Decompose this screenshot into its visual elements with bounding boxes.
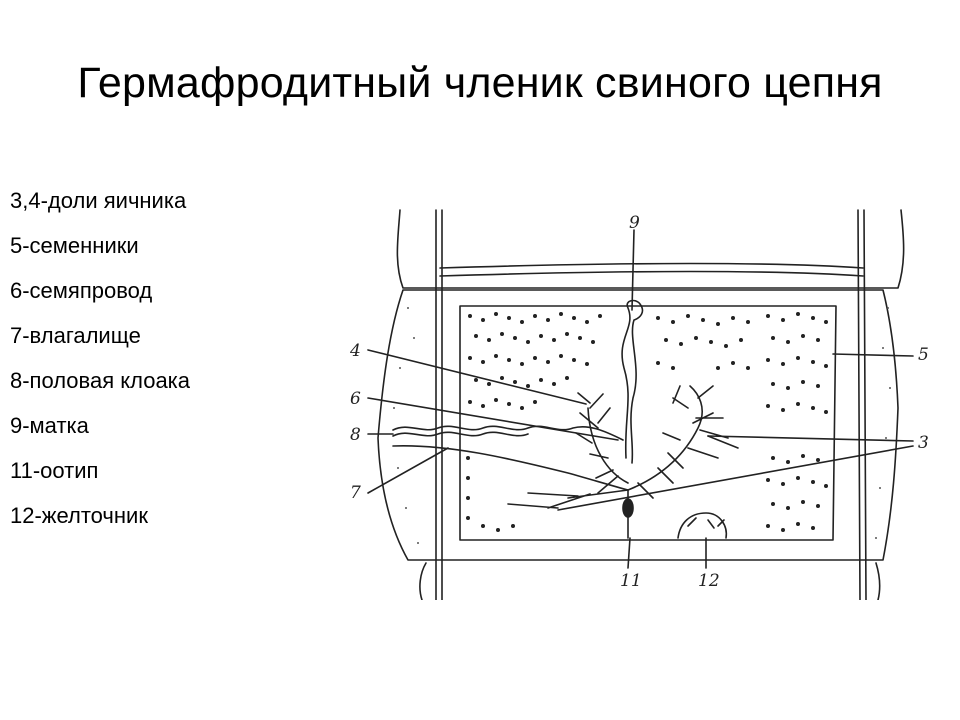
- proglottid-diagram: 9 4 6 8 7 5 3 11 12: [349, 209, 929, 600]
- legend-item-ootype: 11-оотип: [10, 458, 99, 483]
- vagina: [392, 445, 629, 491]
- leader-11: [627, 537, 631, 569]
- legend-list: 3,4-доли яичника 5-семенники 6-семяпрово…: [10, 178, 190, 538]
- label-3: 3: [918, 433, 929, 453]
- testes-dots: [466, 312, 828, 532]
- label-9: 9: [629, 213, 640, 233]
- uterus: [621, 299, 644, 464]
- ovary-lobe-right: [627, 385, 739, 499]
- leader-3b: [557, 445, 914, 511]
- right-excretory-canal: [857, 209, 867, 600]
- vas-deferens-inner: [392, 431, 529, 437]
- proglottid-outline: [377, 289, 899, 561]
- leader-5: [832, 353, 914, 357]
- leader-9: [631, 229, 635, 311]
- leader-7: [367, 447, 449, 494]
- legend-item-uterus: 9-матка: [10, 413, 89, 438]
- upper-segment-inner-line: [439, 262, 864, 269]
- proglottid-inner-border: [459, 305, 837, 541]
- left-excretory-canal: [435, 209, 443, 600]
- legend-item-vagina: 7-влагалище: [10, 323, 141, 348]
- label-7: 7: [350, 483, 361, 503]
- vitellarium: [677, 512, 728, 539]
- upper-segment-outline: [396, 209, 905, 289]
- label-8: 8: [350, 425, 361, 445]
- legend-item-testes: 5-семенники: [10, 233, 139, 258]
- ootype: [622, 498, 634, 518]
- legend-item-genital-cloaca: 8-половая клоака: [10, 368, 191, 393]
- cuticle-stipple: [393, 307, 891, 544]
- vas-deferens: [392, 425, 624, 441]
- label-6: 6: [350, 389, 361, 409]
- leader-3a: [707, 435, 914, 442]
- label-4: 4: [349, 341, 361, 361]
- slide-title: Гермафродитный членик свиного цепня: [77, 58, 883, 107]
- lower-segment-outline: [419, 562, 881, 600]
- legend-item-vas-deferens: 6-семяпровод: [10, 278, 153, 303]
- upper-segment-inner-line-2: [439, 270, 864, 277]
- label-11: 11: [620, 571, 642, 591]
- leader-6: [367, 397, 619, 441]
- ovary-lobe-left: [507, 392, 629, 509]
- legend-item-ovary: 3,4-доли яичника: [10, 188, 187, 213]
- label-12: 12: [698, 571, 720, 591]
- legend-item-vitellarium: 12-желточник: [10, 503, 148, 528]
- leader-4: [367, 349, 587, 405]
- label-5: 5: [918, 345, 929, 365]
